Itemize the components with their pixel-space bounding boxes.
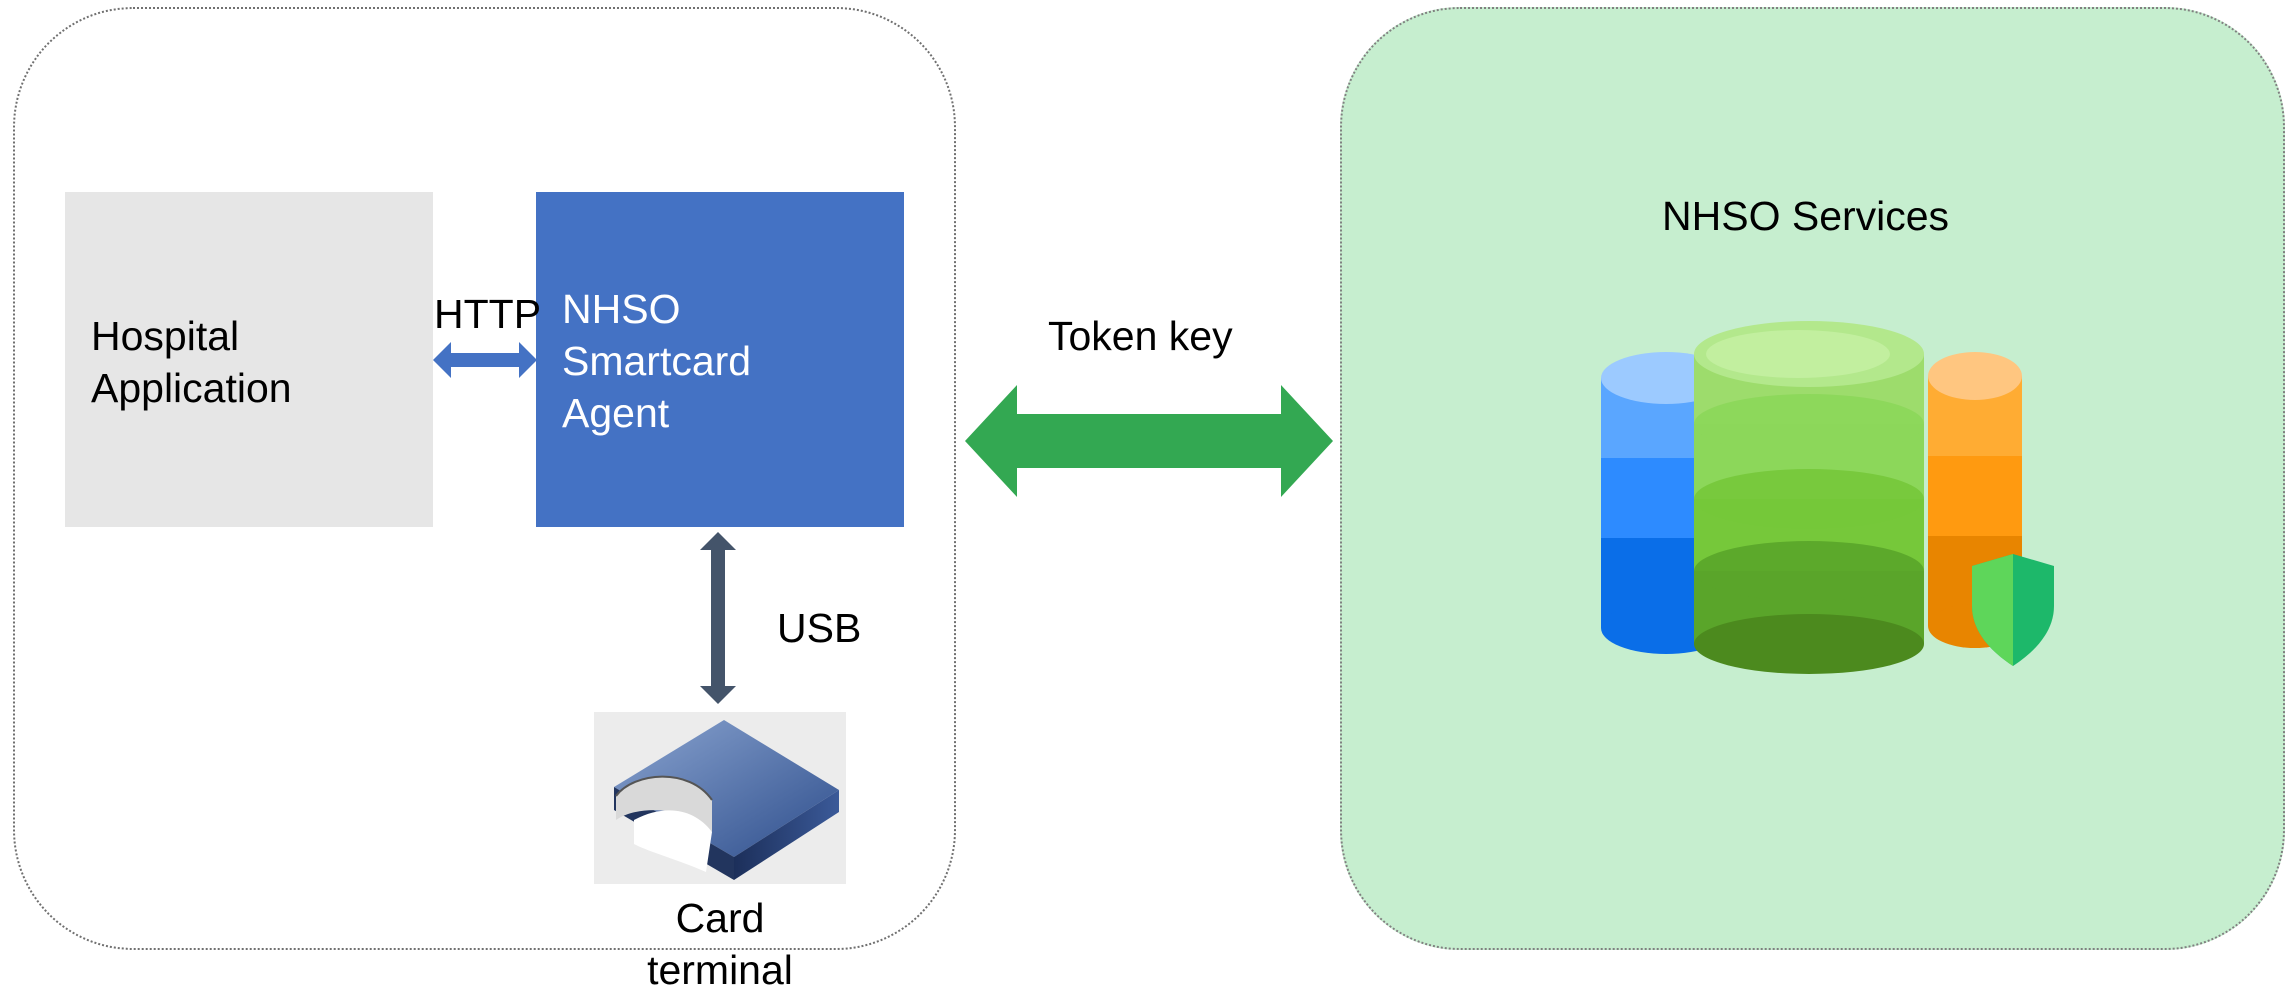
hospital-application-box [65,192,433,527]
local-zone-container [13,7,956,950]
token-key-double-arrow-icon [965,385,1333,497]
database-cluster-icon [1601,321,2054,674]
usb-double-arrow-icon [700,532,736,704]
http-double-arrow-icon [433,342,537,378]
card-terminal-icon [594,712,846,884]
http-label: HTTP [434,291,542,337]
smartcard-agent-box [536,192,904,527]
shield-icon [1972,554,2054,666]
smartcard-agent-label: NHSO Smartcard Agent [562,286,752,436]
usb-label: USB [777,605,862,651]
hospital-application-label: Hospital Application [91,313,292,411]
card-terminal-label: Card terminal [647,895,793,993]
token-key-label: Token key [1048,313,1233,359]
nhso-services-title: NHSO Services [1662,193,1950,239]
